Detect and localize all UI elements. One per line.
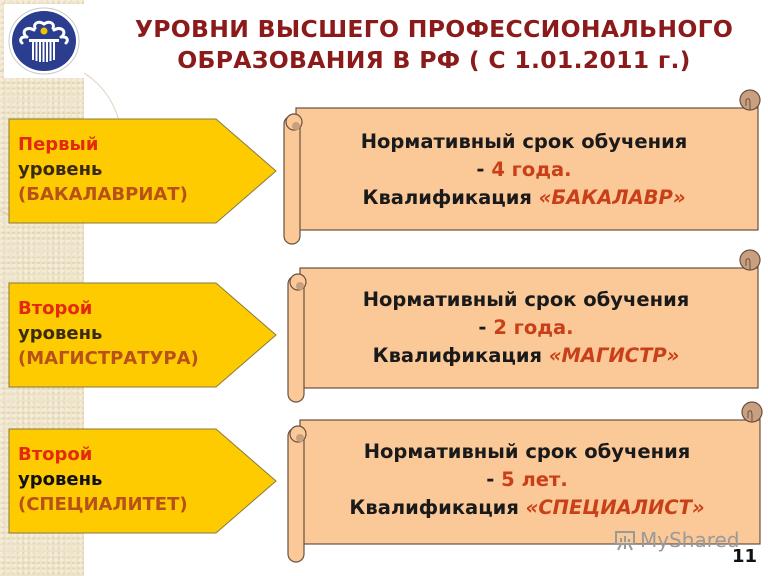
title-line-1: УРОВНИ ВЫСШЕГО ПРОФЕССИОНАЛЬНОГО <box>134 15 734 43</box>
duration-label: Нормативный срок обучения <box>362 288 690 311</box>
level-1-arrow: Первый уровень (БАКАЛАВРИАТ) <box>8 118 277 224</box>
level-word: уровень <box>18 469 103 490</box>
page-number: 11 <box>732 546 758 567</box>
level-name: (СПЕЦИАЛИТЕТ) <box>18 494 188 515</box>
duration-value: 5 лет. <box>501 468 568 491</box>
qualification-label: Квалификация <box>349 496 526 519</box>
cis-emblem-logo <box>4 4 84 78</box>
scroll-shape <box>287 401 763 563</box>
qualification-value: «МАГИСТР» <box>548 344 680 367</box>
level-name: (МАГИСТРАТУРА) <box>18 348 199 369</box>
qualification-value: «СПЕЦИАЛИСТ» <box>525 496 705 519</box>
presentation-board-icon <box>615 531 635 551</box>
cis-emblem-icon <box>8 7 80 75</box>
dash: - <box>486 468 502 491</box>
level-2-arrow: Второй уровень (МАГИСТРАТУРА) <box>8 282 277 388</box>
level-2-scroll: Нормативный срок обучения - 2 года. Квал… <box>286 246 766 404</box>
scroll-shape <box>283 89 761 245</box>
qualification-label: Квалификация <box>372 344 549 367</box>
dash: - <box>476 158 492 181</box>
level-3-scroll: Нормативный срок обучения - 5 лет. Квали… <box>286 396 768 568</box>
watermark-text: MyShared <box>640 528 740 552</box>
dash: - <box>478 316 494 339</box>
level-ordinal: Второй <box>18 444 93 465</box>
slide-title: УРОВНИ ВЫСШЕГО ПРОФЕССИОНАЛЬНОГО ОБРАЗОВ… <box>100 14 768 76</box>
duration-value: 2 года. <box>493 316 574 339</box>
level-3-arrow: Второй уровень (СПЕЦИАЛИТЕТ) <box>8 428 277 534</box>
qualification-label: Квалификация <box>362 186 539 209</box>
arrow-shape <box>8 428 277 534</box>
level-name: (БАКАЛАВРИАТ) <box>18 184 188 205</box>
level-word: уровень <box>18 323 103 344</box>
title-line-2: ОБРАЗОВАНИЯ В РФ ( С 1.01.2011 г.) <box>177 46 691 74</box>
scroll-shape <box>287 249 761 403</box>
level-word: уровень <box>18 159 103 180</box>
arrow-shape <box>8 282 277 388</box>
qualification-value: «БАКАЛАВР» <box>538 186 686 209</box>
duration-label: Нормативный срок обучения <box>363 440 691 463</box>
level-ordinal: Второй <box>18 298 93 319</box>
watermark: MyShared <box>614 528 740 552</box>
level-1-scroll: Нормативный срок обучения - 4 года. Квал… <box>282 88 766 246</box>
level-ordinal: Первый <box>18 134 99 155</box>
duration-label: Нормативный срок обучения <box>360 130 688 153</box>
arrow-shape <box>8 118 277 224</box>
duration-value: 4 года. <box>491 158 572 181</box>
